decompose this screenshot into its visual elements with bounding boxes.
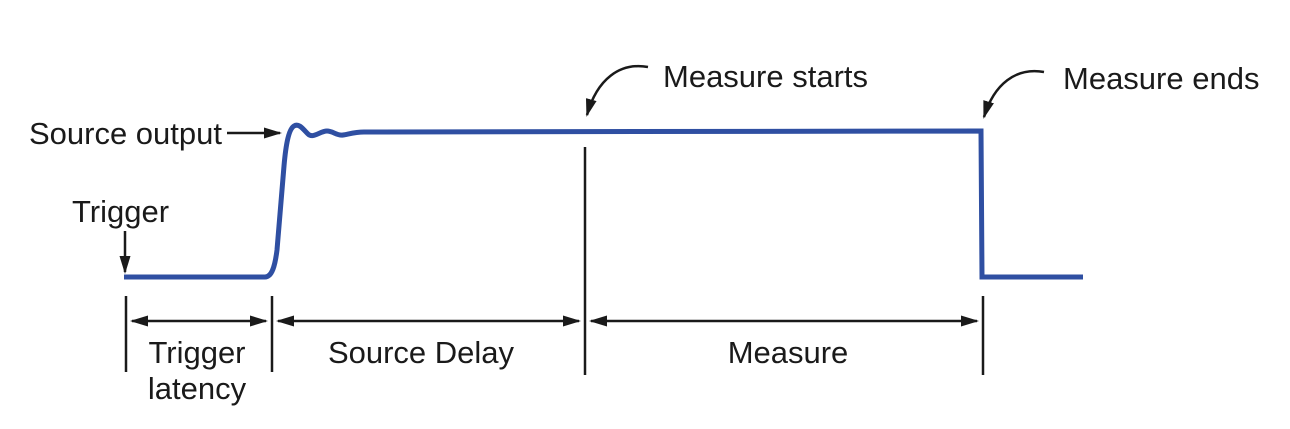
annotation-layer bbox=[119, 64, 1045, 375]
waveform-layer bbox=[124, 122, 1083, 280]
trigger-latency-label-line2: latency bbox=[148, 371, 247, 406]
trigger-label: Trigger bbox=[72, 194, 169, 229]
source-delay-label: Source Delay bbox=[328, 335, 515, 370]
measure-label: Measure bbox=[728, 335, 849, 370]
trigger-latency-label-line1: Trigger bbox=[148, 335, 245, 370]
source-output-waveform bbox=[124, 122, 1083, 280]
source-output-label: Source output bbox=[29, 116, 222, 151]
measure-ends-label: Measure ends bbox=[1063, 61, 1259, 96]
labels-layer: Source output Trigger Measure starts Mea… bbox=[29, 59, 1259, 406]
measure-starts-arrow bbox=[585, 64, 649, 117]
measure-ends-arrow bbox=[982, 69, 1045, 119]
measure-starts-label: Measure starts bbox=[663, 59, 868, 94]
